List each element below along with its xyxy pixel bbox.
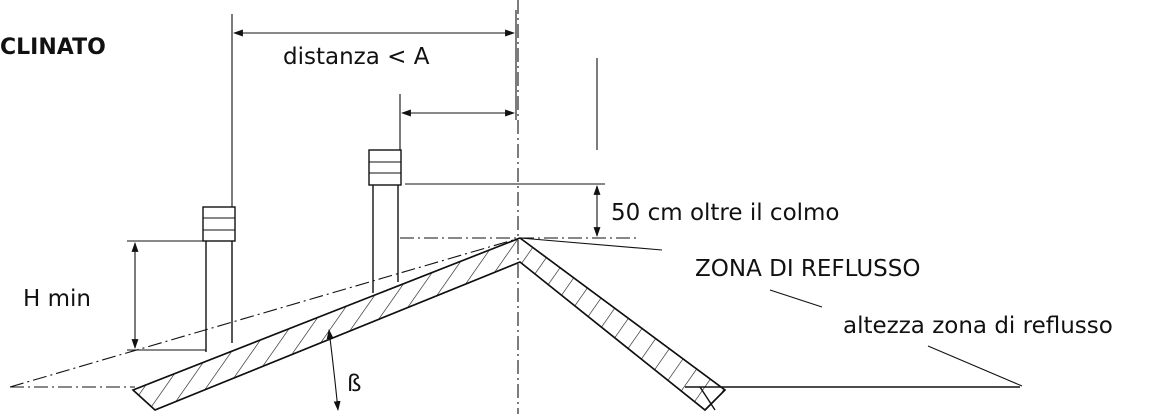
hmin-label: H min <box>23 286 91 312</box>
chimney-left <box>202 206 236 352</box>
eaves-edge-right <box>699 386 716 411</box>
reflux-zone-label: ZONA DI REFLUSSO <box>695 256 920 282</box>
angle-arrow <box>326 329 341 411</box>
reflux-height-leader <box>927 345 1023 387</box>
reflux-zone-leader <box>769 289 823 308</box>
roof-angle: ß <box>326 329 362 411</box>
chimney-right <box>368 149 402 293</box>
reflux-boundary-line <box>9 237 521 388</box>
distance-label: distanza < A <box>283 44 430 70</box>
reflux-leader-upper <box>519 237 663 251</box>
hmin-dimension: H min <box>23 240 206 351</box>
angle-label: ß <box>347 371 362 397</box>
clearance-dimension: 50 cm oltre il colmo <box>405 58 840 237</box>
roof-outline <box>132 237 727 411</box>
clearance-label: 50 cm oltre il colmo <box>611 200 840 226</box>
diagram-title: CLINATO <box>0 35 106 60</box>
chimney-left-cap <box>202 206 236 242</box>
chimney-right-cap <box>368 149 402 186</box>
reflux-height-label: altezza zona di reflusso <box>843 313 1113 339</box>
distance-dimension: distanza < A <box>231 10 517 207</box>
